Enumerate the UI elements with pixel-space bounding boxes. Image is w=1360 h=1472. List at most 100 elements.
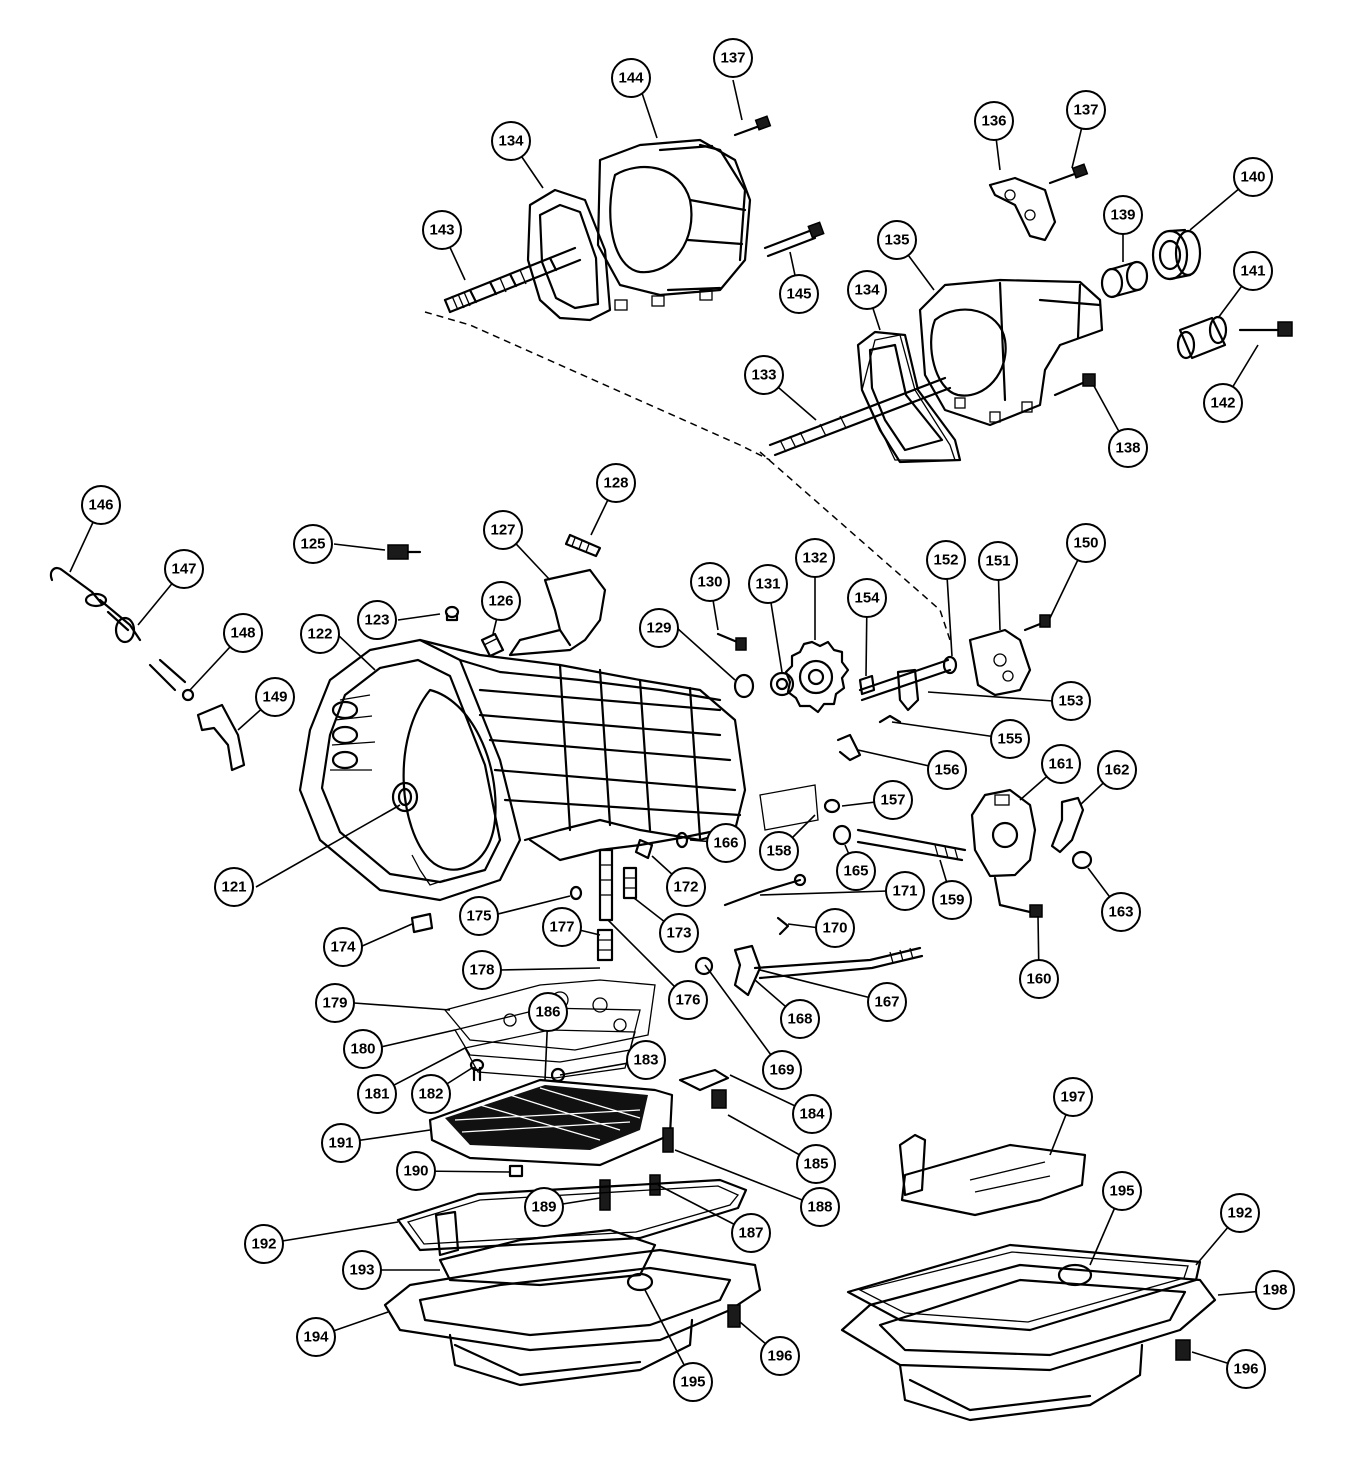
bushing-139 [1100,260,1149,299]
part-number-label: 149 [262,689,287,706]
oil-pan-198 [840,1263,1217,1422]
part-callout-168: 168 [780,999,820,1039]
part-callout-137: 137 [713,38,753,78]
part-callout-139: 139 [1103,195,1143,235]
part-number-label: 170 [822,920,847,937]
part-number-label: 134 [854,282,880,299]
part-number-label: 196 [767,1348,792,1365]
part-callout-192: 192 [1220,1193,1260,1233]
part-number-label: 137 [720,50,745,67]
drain-plug-196-right [1175,1339,1191,1361]
part-callout-193: 193 [342,1250,382,1290]
manual-shaft-153 [858,655,958,712]
part-callout-126: 126 [481,581,521,621]
clip-156 [836,733,862,762]
part-number-label: 133 [751,367,776,384]
cable-167 [753,946,924,980]
part-callout-137: 137 [1066,90,1106,130]
part-number-label: 194 [303,1329,329,1346]
part-callout-178: 178 [462,950,502,990]
part-number-label: 175 [466,908,491,925]
filter-177 [596,928,614,962]
seal-165 [832,824,852,846]
part-callout-188: 188 [800,1187,840,1227]
part-number-label: 136 [981,113,1006,130]
part-number-label: 156 [934,762,959,779]
extension-housing-4wd [856,278,1104,464]
part-number-label: 155 [997,731,1022,748]
part-callout-181: 181 [357,1074,397,1114]
bracket-184 [678,1068,730,1092]
part-callout-192: 192 [244,1224,284,1264]
part-number-label: 165 [843,863,868,880]
part-callout-184: 184 [792,1094,832,1134]
part-callout-134: 134 [491,121,531,161]
part-number-label: 143 [429,222,454,239]
part-number-label: 174 [330,939,356,956]
solenoid-176 [598,848,614,922]
plug-175 [569,885,583,901]
part-number-label: 145 [786,286,811,303]
tube-149 [196,703,246,772]
spring-155 [878,714,902,724]
part-number-label: 171 [892,883,917,900]
part-number-label: 176 [675,992,700,1009]
part-callout-167: 167 [867,982,907,1022]
part-number-label: 160 [1026,971,1051,988]
bolt-189 [599,1179,611,1211]
part-number-label: 151 [985,553,1010,570]
part-callout-146: 146 [81,485,121,525]
bolt-185-top [711,1089,727,1109]
part-number-label: 182 [418,1086,443,1103]
part-number-label: 131 [755,576,780,593]
part-callout-195: 195 [673,1362,713,1402]
part-number-label: 192 [251,1236,276,1253]
part-callout-180: 180 [343,1029,383,1069]
part-number-label: 153 [1058,693,1083,710]
part-callout-136: 136 [974,101,1014,141]
part-callout-132: 132 [795,538,835,578]
part-number-label: 142 [1210,395,1235,412]
part-callout-185: 185 [796,1144,836,1184]
fitting-125 [387,544,422,560]
part-callout-154: 154 [847,578,887,618]
part-number-label: 159 [939,892,964,909]
part-number-label: 173 [666,925,691,942]
part-number-label: 123 [364,612,389,629]
part-number-label: 163 [1108,904,1133,921]
part-number-label: 198 [1262,1282,1287,1299]
part-callout-175: 175 [459,896,499,936]
part-callout-194: 194 [296,1317,336,1357]
part-callout-121: 121 [214,867,254,907]
part-number-label: 184 [799,1106,825,1123]
part-callout-174: 174 [323,927,363,967]
bracket-136 [988,176,1057,242]
part-number-label: 183 [633,1052,658,1069]
part-callout-150: 150 [1066,523,1106,563]
part-callout-140: 140 [1233,157,1273,197]
part-callout-145: 145 [779,274,819,314]
lever-168 [733,944,762,997]
part-number-label: 197 [1060,1089,1085,1106]
range-sensor-161 [970,788,1037,878]
part-number-label: 192 [1227,1205,1252,1222]
part-callout-158: 158 [759,831,799,871]
seal-169 [694,956,714,976]
drain-plug-196-left [727,1304,741,1328]
bolt-160 [993,876,1043,918]
part-number-label: 148 [230,625,255,642]
clip-170 [776,916,790,936]
part-number-label: 126 [488,593,513,610]
part-number-label: 134 [498,133,524,150]
part-number-label: 190 [403,1163,428,1180]
part-callout-170: 170 [815,908,855,948]
bolt-142 [1238,321,1293,337]
part-callout-197: 197 [1053,1077,1093,1117]
part-number-label: 146 [88,497,113,514]
part-number-label: 181 [364,1086,389,1103]
part-callout-198: 198 [1255,1270,1295,1310]
dipstick-146 [49,566,108,608]
part-callout-138: 138 [1108,428,1148,468]
fitting-126 [480,632,505,658]
plug-174 [410,912,434,934]
